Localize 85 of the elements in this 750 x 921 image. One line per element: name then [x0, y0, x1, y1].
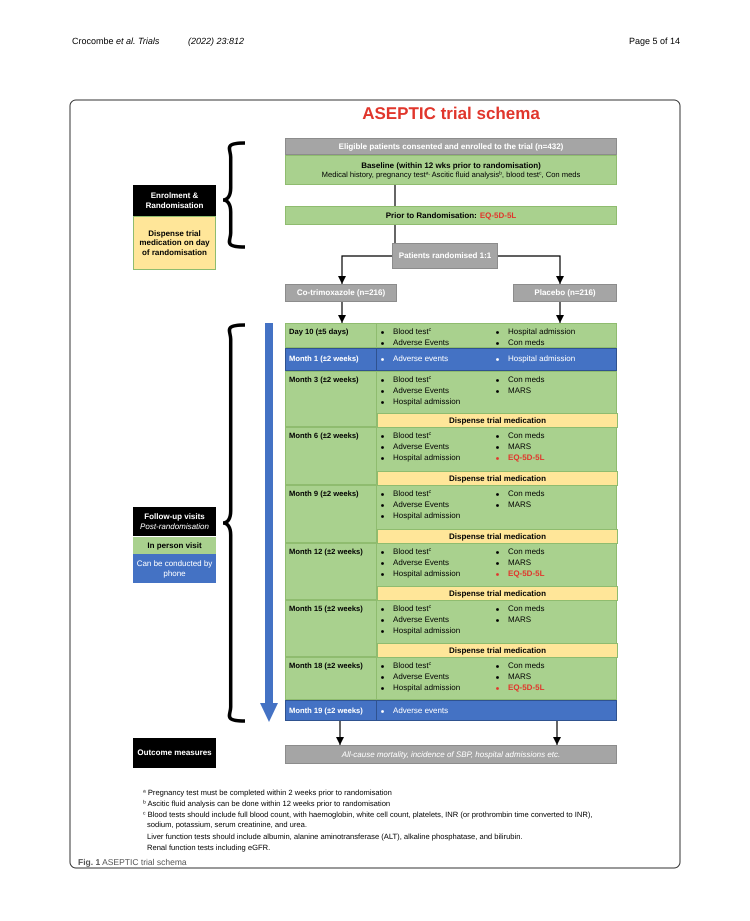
arrow [553, 721, 561, 745]
assessment-item: Hospital admission [393, 397, 460, 407]
box-text: Post-randomisation [140, 522, 209, 532]
assessment-item: Hospital admission [393, 683, 460, 693]
box-heading: Prior to Randomisation: [386, 210, 477, 220]
arrow [498, 255, 564, 284]
assessment-item: Con meds [508, 489, 544, 499]
assessment-item: EQ-5D-5L [508, 453, 544, 463]
dispense-bar: Dispense trial medication [377, 413, 618, 428]
figure-caption: Fig. 1 ASEPTIC trial schema [78, 857, 187, 867]
diagram-title: ASEPTIC trial schema [361, 104, 541, 124]
visit-row [285, 371, 617, 427]
assessment-item: Hospital admission [508, 327, 576, 337]
dispense-bar: Dispense trial medication [377, 643, 618, 658]
assessment-item: MARS [508, 558, 532, 568]
assessment-item: Blood test$^{c}$ [393, 375, 432, 385]
assessment-item: Con meds [508, 431, 544, 441]
assessment-item: MARS [508, 615, 532, 625]
assessment-item: Hospital admission [508, 354, 576, 364]
stage-label-box: Enrolment & Randomisation [133, 185, 216, 216]
connector-line [394, 185, 396, 206]
box-heading: Baseline (within 12 wks prior to randomisation) [361, 160, 541, 170]
stage-label-box [133, 507, 216, 536]
assessment-item: Blood test$^{c}$ [393, 489, 432, 499]
randomisation-box: Patients randomised 1:1 [392, 243, 498, 269]
assessment-item: Adverse Events [393, 558, 450, 568]
legend-box: In person visit [133, 537, 216, 554]
running-header: Crocombe et al. Trials [72, 35, 160, 48]
box-text: EQ-5D-5L [480, 210, 516, 220]
page-number: Page 5 of 14 [628, 35, 680, 48]
assessment-item: EQ-5D-5L [508, 683, 544, 693]
running-header: (2022) 23:812 [188, 35, 244, 48]
assessment-item: Adverse events [393, 354, 448, 364]
box-heading: Follow-up visits [144, 512, 205, 522]
arm-box: Co-trimoxazole (n=216) [285, 284, 397, 302]
assessment-item: Con meds [508, 604, 544, 614]
visit-row [285, 700, 617, 721]
assessment-item: Hospital admission [393, 453, 460, 463]
visit-row [285, 600, 617, 657]
assessment-item: MARS [508, 672, 532, 682]
assessment-item: Blood test$^{c}$ [393, 431, 432, 441]
assessment-item: Adverse Events [393, 672, 450, 682]
enrolment-box: Eligible patients consented and enrolled to the trial (n=432) [285, 138, 617, 155]
visit-row [285, 657, 617, 700]
outcome-box: All-cause mortality, incidence of SBP, hospital admissions etc. [285, 745, 617, 764]
assessment-item: Adverse events [393, 706, 448, 716]
visit-row [285, 427, 617, 485]
assessment-item: Con meds [508, 547, 544, 557]
connector-line [394, 225, 396, 243]
arrow [338, 255, 392, 284]
visit-row [285, 323, 617, 348]
assessment-item: Con meds [508, 338, 544, 348]
assessment-item: Blood test$^{c}$ [393, 604, 432, 614]
assessment-item: Blood test$^{c}$ [393, 547, 432, 557]
legend-box: Can be conducted by phone [133, 554, 216, 583]
visit-row [285, 348, 617, 371]
arrow [336, 721, 344, 745]
dispense-bar: Dispense trial medication [377, 471, 618, 486]
assessment-item: Con meds [508, 661, 544, 671]
arm-box: Placebo (n=216) [513, 284, 617, 302]
assessment-item: Adverse Events [393, 338, 450, 348]
assessment-item: Hospital admission [393, 511, 460, 521]
assessment-item: MARS [508, 500, 532, 510]
assessment-item: Adverse Events [393, 615, 450, 625]
assessment-item: Blood test$^{c}$ [393, 661, 432, 671]
assessment-item: Adverse Events [393, 500, 450, 510]
assessment-item: EQ-5D-5L [508, 569, 544, 579]
assessment-box [285, 206, 617, 225]
note-box: Dispense trial medication on day of randomisation [133, 216, 216, 270]
assessment-item: Con meds [508, 375, 544, 385]
assessment-item: MARS [508, 386, 532, 396]
stage-label-box: Outcome measures [133, 738, 216, 768]
assessment-item: Hospital admission [393, 569, 460, 579]
arrow [556, 302, 564, 323]
assessment-item: Adverse Events [393, 442, 450, 452]
visit-row [285, 485, 617, 543]
dispense-bar: Dispense trial medication [377, 529, 618, 544]
dispense-bar: Dispense trial medication [377, 586, 618, 601]
assessment-item: Blood test$^{c}$ [393, 327, 432, 337]
assessment-item: Adverse Events [393, 386, 450, 396]
arrow [338, 302, 346, 323]
assessment-item: MARS [508, 442, 532, 452]
assessment-item: Hospital admission [393, 626, 460, 636]
baseline-box [285, 155, 617, 185]
visit-row [285, 543, 617, 600]
